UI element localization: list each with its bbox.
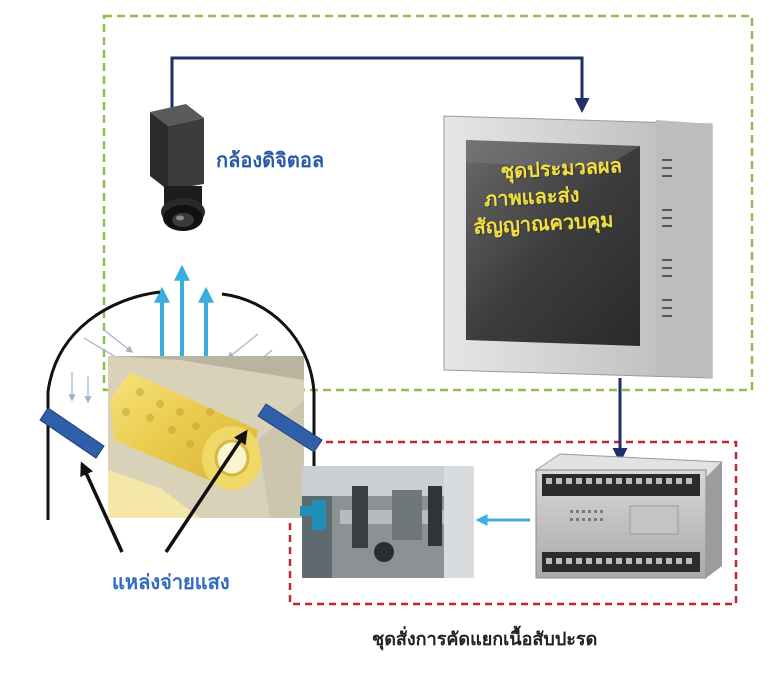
processing-monitor	[443, 115, 713, 379]
vision-section-boundary	[102, 14, 754, 392]
light-source-panel-left	[39, 407, 105, 459]
upward-light-rays	[154, 264, 214, 372]
digital-camera-icon	[150, 104, 205, 231]
light-source-panel-right	[257, 403, 323, 453]
processor-label: ชุดประมวลผล ภาพและส่ง สัญญาณควบคุม	[470, 152, 634, 241]
light-source-label: แหล่งจ่ายแสง	[112, 570, 230, 594]
sorter-label: ชุดสั่งการคัดแยกเนื้อสับปะรด	[372, 629, 598, 650]
sorting-section-boundary	[288, 440, 738, 606]
lighting-dome	[46, 290, 316, 520]
light-source-pointers	[80, 429, 248, 553]
sorting-actuator-image	[300, 466, 474, 578]
camera-to-processor-line	[170, 56, 590, 113]
pineapple-core-image	[108, 356, 304, 518]
camera-label: กล้องดิจิตอล	[216, 148, 325, 172]
plc-controller	[534, 453, 724, 579]
